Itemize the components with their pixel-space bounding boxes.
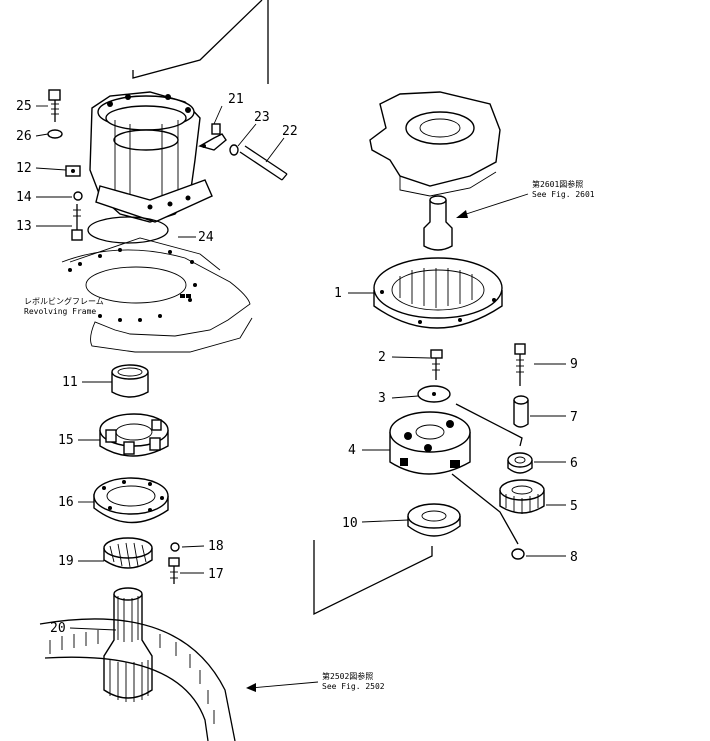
washer-14 xyxy=(73,191,83,201)
bearing-19 xyxy=(103,537,153,569)
retainer-16 xyxy=(93,477,169,524)
part-label-20: 20 xyxy=(50,621,66,636)
part-label-17: 17 xyxy=(208,567,224,582)
part-label-6: 6 xyxy=(570,456,578,471)
part-label-3: 3 xyxy=(378,391,386,406)
pinion-shaft xyxy=(103,587,153,702)
planetary-carrier xyxy=(389,411,471,475)
bolt-13 xyxy=(71,204,83,241)
part-label-11: 11 xyxy=(62,375,78,390)
part-label-9: 9 xyxy=(570,357,578,372)
part-number-labels: 25 26 12 14 13 24 21 23 22 11 15 16 19 1… xyxy=(16,92,578,636)
part-label-4: 4 xyxy=(348,443,356,458)
bolt-17 xyxy=(168,557,180,584)
part-label-18: 18 xyxy=(208,539,224,554)
gasket-23 xyxy=(229,144,239,156)
bushing-11 xyxy=(111,364,149,398)
lower-bracket-line xyxy=(313,540,433,616)
link-line-8 xyxy=(451,473,519,545)
washer-18 xyxy=(170,542,180,552)
part-label-26: 26 xyxy=(16,129,32,144)
plate-3 xyxy=(417,385,451,403)
part-label-24: 24 xyxy=(198,230,214,245)
part-label-12: 12 xyxy=(16,161,32,176)
bushing-7 xyxy=(513,395,529,428)
o-ring xyxy=(87,216,169,244)
part-label-5: 5 xyxy=(570,499,578,514)
carrier-bracket xyxy=(455,403,523,447)
ring-gear-arc xyxy=(39,618,236,741)
elbow-fitting xyxy=(198,123,227,151)
swing-case xyxy=(89,91,213,223)
ref-2502-en: See Fig. 2502 xyxy=(322,682,385,691)
bolt-and-washer xyxy=(47,89,63,139)
reference-notes: 第2601図参照 See Fig. 2601 レボルビングフレーム Revolv… xyxy=(24,179,595,691)
bolt-9 xyxy=(514,343,526,386)
part-label-10: 10 xyxy=(342,516,358,531)
bearing-6 xyxy=(507,452,533,474)
bearing-ring-1 xyxy=(373,257,503,329)
ref-2502-jp: 第2502図参照 xyxy=(322,671,373,681)
washer-8 xyxy=(511,548,525,560)
part-label-13: 13 xyxy=(16,219,32,234)
part-label-19: 19 xyxy=(58,554,74,569)
part-label-14: 14 xyxy=(16,190,32,205)
part-label-15: 15 xyxy=(58,433,74,448)
part-label-1: 1 xyxy=(334,286,342,301)
ref-2601-en: See Fig. 2601 xyxy=(532,190,595,199)
revolving-frame xyxy=(61,237,253,353)
grease-fitting xyxy=(65,165,81,177)
bearing-15 xyxy=(99,413,169,457)
leader-lines xyxy=(35,105,566,692)
part-label-21: 21 xyxy=(228,92,244,107)
bearing-10 xyxy=(407,503,461,537)
planet-gear xyxy=(499,479,545,514)
part-label-2: 2 xyxy=(378,350,386,365)
motor-housing xyxy=(369,91,501,197)
part-label-23: 23 xyxy=(254,110,270,125)
pin-22 xyxy=(239,145,288,181)
ref-2601-jp: 第2601図参照 xyxy=(532,179,583,189)
part-label-7: 7 xyxy=(570,410,578,425)
top-bracket-line xyxy=(132,0,269,84)
part-label-8: 8 xyxy=(570,550,578,565)
frame-label-en: Revolving Frame xyxy=(24,307,96,316)
part-label-22: 22 xyxy=(282,124,298,139)
part-label-16: 16 xyxy=(58,495,74,510)
part-label-25: 25 xyxy=(16,99,32,114)
shaft-stub xyxy=(423,195,453,251)
frame-label-jp: レボルビングフレーム xyxy=(24,296,104,306)
bolt-2 xyxy=(430,349,443,380)
